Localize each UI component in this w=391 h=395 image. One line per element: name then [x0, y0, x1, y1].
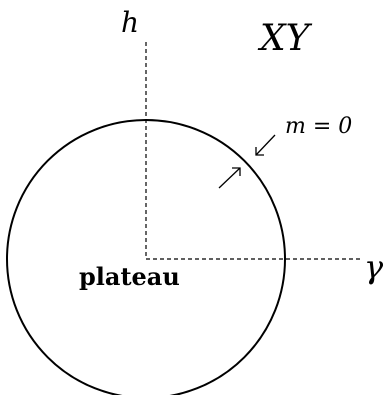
boundary-arrow-outer [255, 134, 276, 156]
phase-label-xy: XY [257, 18, 313, 59]
region-label-plateau: plateau [79, 262, 180, 291]
phase-boundary-circle [6, 119, 286, 395]
axis-label-gamma: γ [364, 248, 384, 286]
axis-label-h: h [121, 6, 139, 39]
boundary-label: m = 0 [285, 114, 352, 139]
boundary-arrow-inner [218, 167, 241, 189]
